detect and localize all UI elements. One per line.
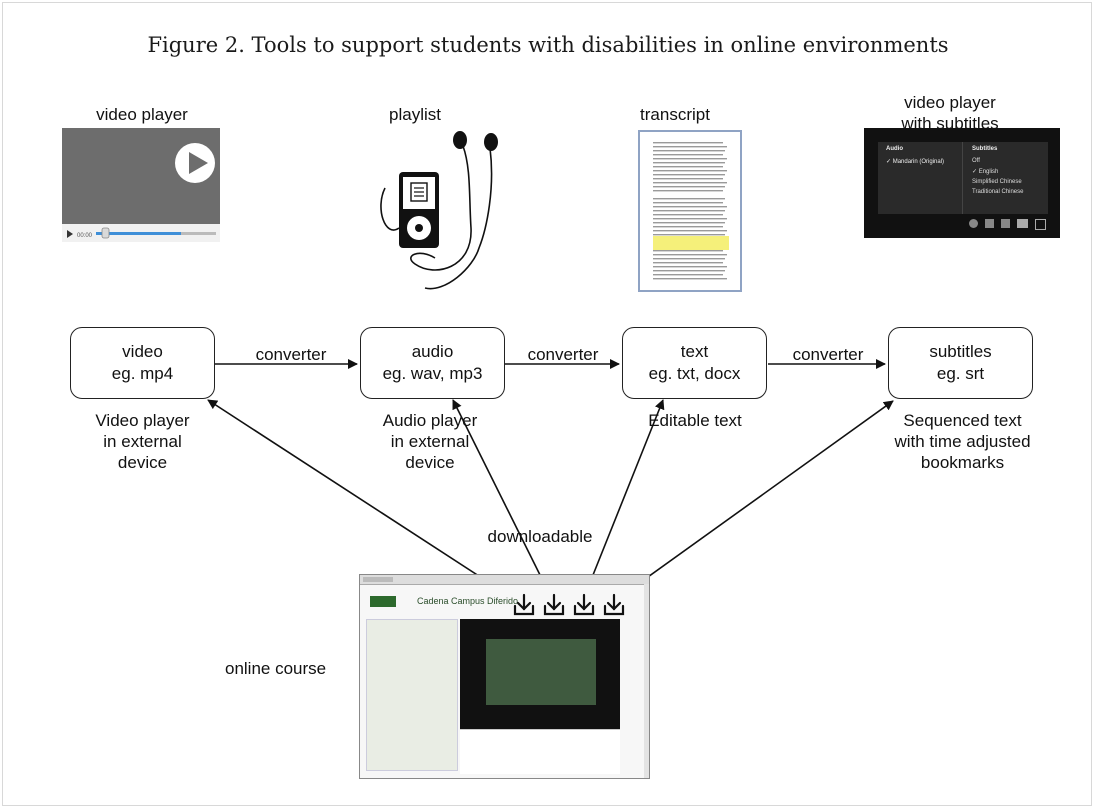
course-page-title: Cadena Campus Diferido	[417, 596, 519, 606]
node-video-name: video	[122, 342, 163, 361]
subtitle-option-english[interactable]: English	[978, 169, 999, 175]
subtitled-video-player-thumbnail: Audio ✓ Mandarin (Original) Subtitles Of…	[864, 128, 1060, 238]
desc-video: Video player in external device	[95, 411, 190, 472]
download-icon	[603, 593, 625, 616]
desc-text: Editable text	[648, 411, 742, 430]
figure-title: Figure 2. Tools to support students with…	[147, 33, 949, 57]
subtitles-header: Subtitles	[972, 146, 998, 152]
subtitle-option-traditional[interactable]: Traditional Chinese	[972, 189, 1024, 195]
node-audio-name: audio	[411, 342, 454, 361]
node-text-name: text	[680, 342, 709, 361]
online-course-label: online course	[225, 659, 327, 678]
audio-option[interactable]: Mandarin (Original)	[892, 159, 945, 165]
desc-audio: Audio player in external device	[382, 411, 478, 472]
arrow-download-to-video	[207, 399, 503, 592]
arrow-download-to-audio	[452, 399, 546, 586]
node-audio-format: eg. wav, mp3	[382, 364, 483, 383]
download-icons	[513, 593, 625, 616]
video-player-thumbnail: 00:00	[62, 128, 220, 242]
help-icon[interactable]	[969, 219, 978, 228]
ipod-playlist-illustration	[380, 131, 498, 290]
tool-label-transcript: transcript	[640, 105, 710, 124]
audio-header: Audio	[886, 146, 903, 152]
transcript-document-thumbnail	[638, 130, 742, 292]
captions-icon[interactable]	[1017, 219, 1028, 228]
converter-label-2: converter	[527, 345, 599, 364]
subtitle-option-simplified[interactable]: Simplified Chinese	[972, 179, 1022, 185]
node-audio: audio eg. wav, mp3	[360, 327, 505, 399]
download-icon	[573, 593, 595, 616]
node-text-format: eg. txt, docx	[648, 364, 741, 383]
downloadable-label: downloadable	[487, 527, 593, 546]
airplay-icon[interactable]	[1001, 219, 1010, 228]
node-video-format: eg. mp4	[111, 364, 174, 383]
node-text: text eg. txt, docx	[622, 327, 767, 399]
download-icon	[513, 593, 535, 616]
online-course-screenshot: Cadena Campus Diferido	[359, 574, 650, 779]
tool-label-playlist: playlist	[389, 105, 441, 124]
converter-label-3: converter	[792, 345, 864, 364]
download-icon	[543, 593, 565, 616]
tool-label-video-player: video player	[96, 105, 188, 124]
node-subtitles-format: eg. srt	[936, 364, 985, 383]
node-video: video eg. mp4	[70, 327, 215, 399]
subtitle-option-off[interactable]: Off	[972, 158, 980, 164]
video-time: 00:00	[77, 233, 93, 239]
desc-subtitles: Sequenced text with time adjusted bookma…	[894, 411, 1031, 472]
skip-icon[interactable]	[985, 219, 994, 228]
node-subtitles-name: subtitles	[929, 342, 992, 361]
fullscreen-icon[interactable]	[1035, 219, 1046, 230]
node-subtitles: subtitles eg. srt	[888, 327, 1033, 399]
converter-label-1: converter	[255, 345, 327, 364]
arrow-download-to-text	[588, 399, 665, 586]
arrow-download-to-subtitles	[626, 400, 894, 593]
